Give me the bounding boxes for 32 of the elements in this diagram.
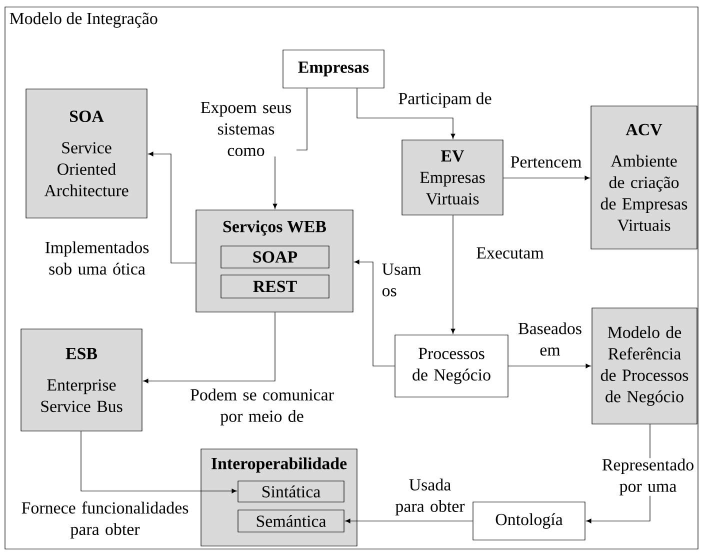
concept-box: Empresas bbox=[282, 50, 384, 88]
concept-box: Semántica bbox=[238, 510, 344, 532]
concept-box: Modelo de Referência de Processos de Negócio bbox=[592, 308, 698, 424]
arrow bbox=[450, 215, 456, 334]
edge-label: Participam de bbox=[398, 92, 492, 108]
edge-label: Baseados em bbox=[514, 322, 586, 356]
arrow bbox=[356, 88, 456, 139]
edge-label: Pertencem bbox=[510, 156, 582, 168]
concept-box: Ontología bbox=[472, 502, 586, 540]
concept-box: ACV Ambiente de criação de Empresas Virtuais bbox=[590, 106, 698, 250]
edge-label: Expoem seus sistemas como bbox=[196, 101, 296, 157]
edge-label: Usada para obter bbox=[390, 478, 470, 516]
concept-box: Sintática bbox=[238, 480, 344, 502]
arrow bbox=[80, 431, 237, 494]
edge-label: Implementados sob uma ótica bbox=[40, 240, 154, 276]
edge-label: Executam bbox=[476, 246, 544, 260]
edge-label: Podem se comunicar por meio de bbox=[182, 388, 342, 426]
arrow bbox=[148, 152, 196, 264]
concept-box: SOA Service Oriented Architecture bbox=[26, 88, 148, 218]
arrow bbox=[143, 312, 276, 384]
concept-box: REST bbox=[220, 274, 330, 298]
concept-box: EV Empresas Virtuais bbox=[402, 140, 504, 216]
arrow bbox=[503, 176, 590, 180]
edge-label: Representado por uma bbox=[600, 458, 696, 496]
edge-label: Usam os bbox=[381, 263, 426, 297]
concept-box: Processos de Negócio bbox=[394, 334, 508, 398]
concept-box: SOAP bbox=[220, 246, 330, 268]
arrow bbox=[345, 518, 473, 524]
arrow bbox=[354, 260, 395, 366]
concept-box: ESB Enterprise Service Bus bbox=[20, 328, 142, 432]
edge-label: Fornece funcionalidades para obter bbox=[12, 501, 198, 539]
arrow bbox=[508, 364, 591, 368]
